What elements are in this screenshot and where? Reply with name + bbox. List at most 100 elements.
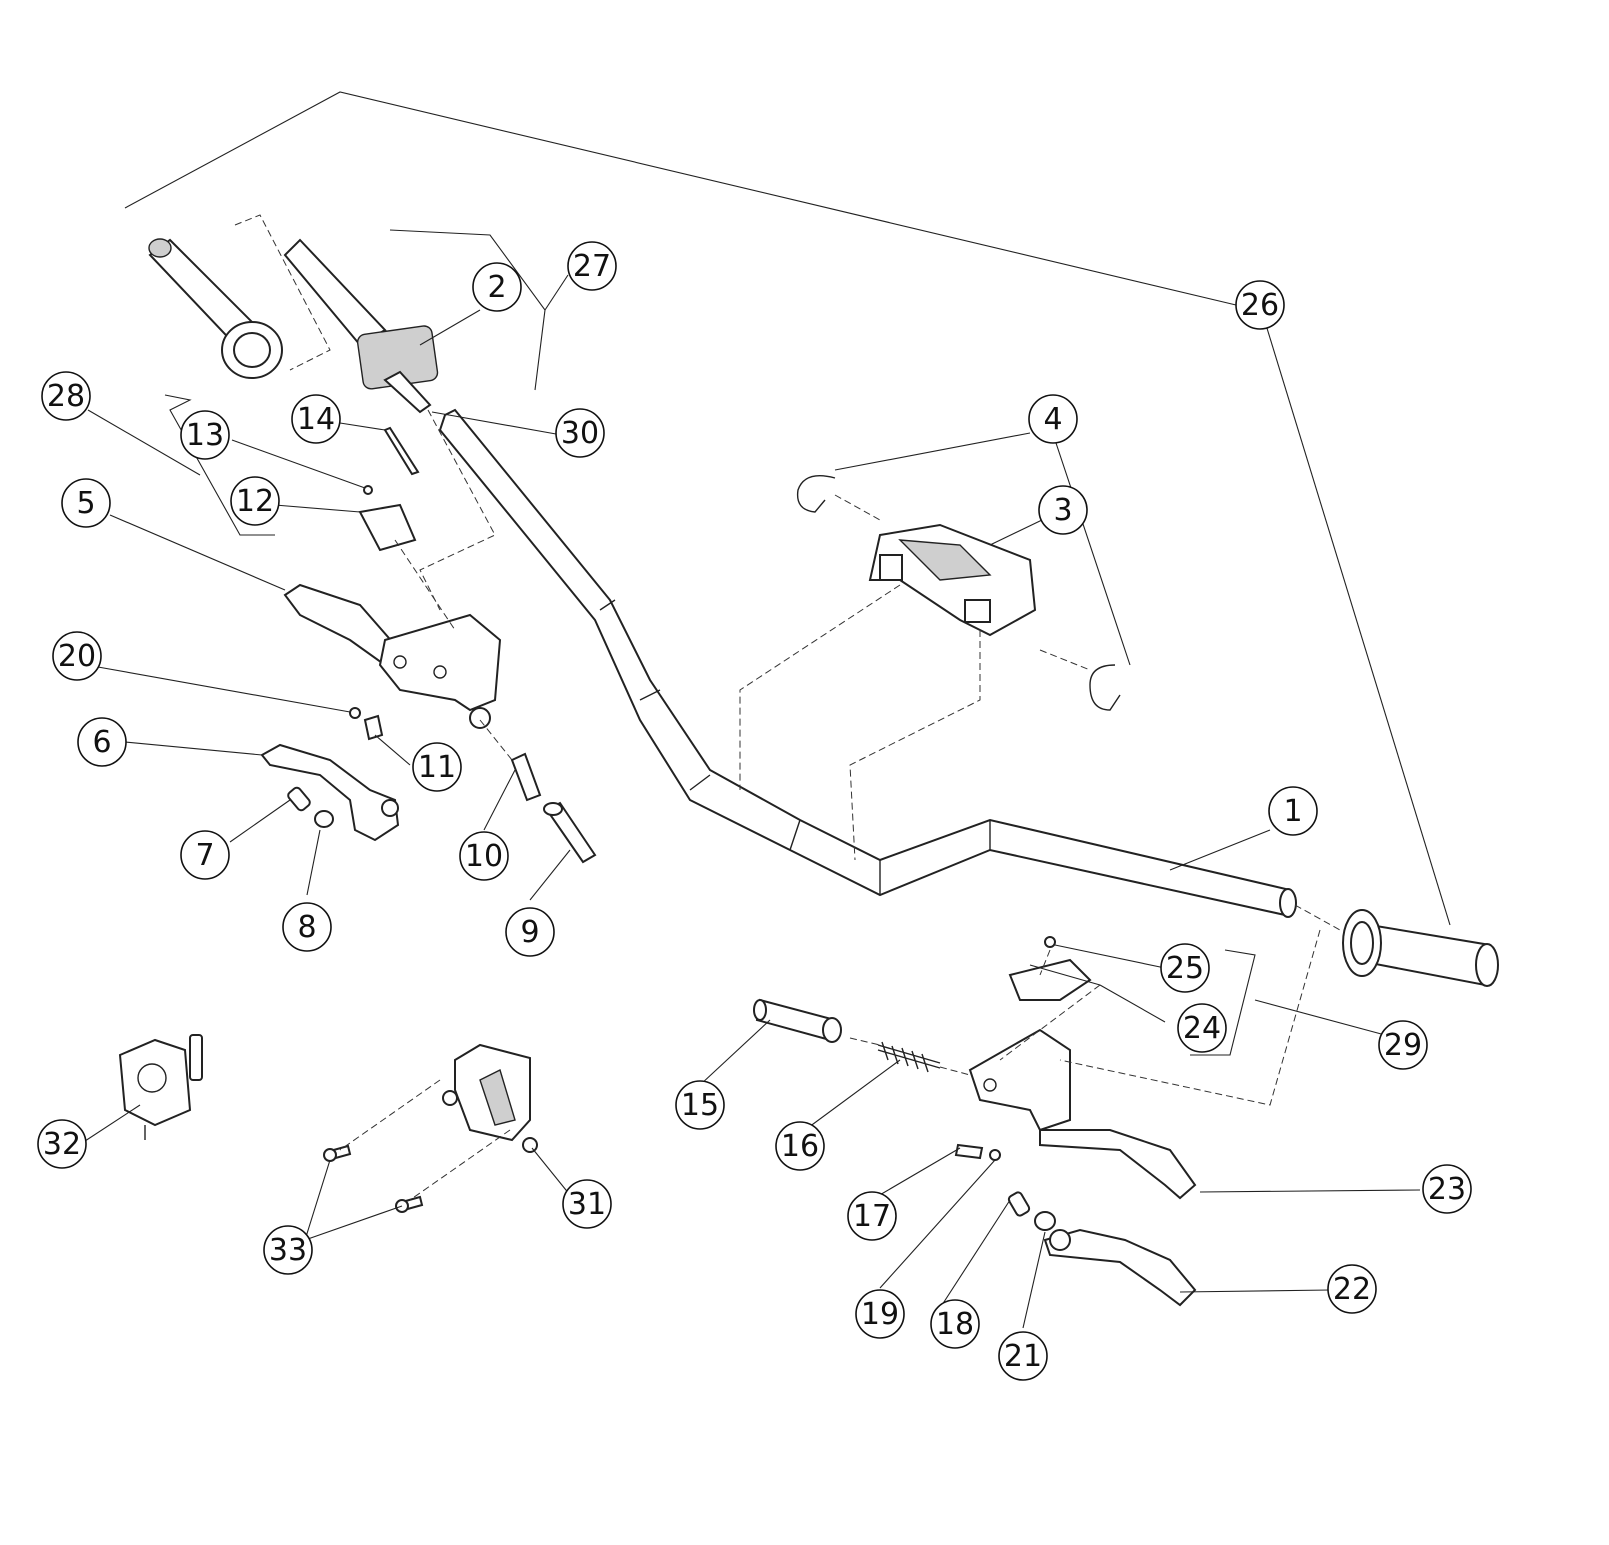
callout-circle	[37, 1119, 87, 1169]
callout-26: 26	[1235, 280, 1285, 330]
leader-8	[306, 829, 321, 896]
callout-number: 4	[1043, 402, 1062, 437]
leader-32	[81, 1104, 141, 1144]
callout-23: 23	[1422, 1164, 1472, 1214]
callout-circle	[1038, 485, 1088, 535]
leader-9	[529, 849, 571, 901]
callout-14: 14	[291, 394, 341, 444]
part-right-lever	[1043, 1228, 1197, 1307]
callout-7: 7	[180, 830, 230, 880]
callout-circle	[1268, 786, 1318, 836]
callout-number: 12	[236, 484, 274, 519]
callout-20: 20	[52, 631, 102, 681]
callout-circle	[291, 394, 341, 444]
callout-number: 17	[853, 1199, 891, 1234]
callout-24: 24	[1177, 1003, 1227, 1053]
callout-circle	[61, 478, 111, 528]
part-right-grip	[1342, 909, 1499, 987]
callout-number: 20	[58, 639, 96, 674]
callout-22: 22	[1327, 1264, 1377, 1314]
callout-number: 32	[43, 1127, 81, 1162]
leader-25	[1054, 944, 1166, 969]
callout-number: 16	[781, 1129, 819, 1164]
callout-15: 15	[675, 1080, 725, 1130]
leader-3	[989, 519, 1043, 546]
part-left-grip	[148, 238, 283, 379]
callout-4: 4	[1028, 394, 1078, 444]
callout-circle	[998, 1331, 1048, 1381]
callout-12: 12	[230, 476, 280, 526]
leader-14	[339, 422, 386, 431]
callout-21: 21	[998, 1331, 1048, 1381]
callout-circle	[41, 371, 91, 421]
callout-33: 33	[263, 1225, 313, 1275]
callout-circle	[1422, 1164, 1472, 1214]
callout-10: 10	[459, 831, 509, 881]
callout-circle	[562, 1179, 612, 1229]
callout-circle	[567, 241, 617, 291]
callout-number: 33	[269, 1233, 307, 1268]
callout-31: 31	[562, 1179, 612, 1229]
callout-circle	[230, 476, 280, 526]
callout-30: 30	[555, 408, 605, 458]
leader-33	[304, 1159, 403, 1241]
part-left-lever	[260, 743, 400, 842]
callout-number: 8	[297, 910, 316, 945]
callout-number: 6	[92, 725, 111, 760]
callout-27: 27	[567, 241, 617, 291]
leader-20	[97, 666, 351, 713]
leader-4	[834, 432, 1131, 666]
callout-19: 19	[855, 1289, 905, 1339]
leader-30	[431, 411, 557, 435]
callout-number: 3	[1053, 493, 1072, 528]
callout-circle	[1028, 394, 1078, 444]
callout-number: 9	[520, 915, 539, 950]
callout-circle	[1235, 280, 1285, 330]
callout-number: 25	[1166, 951, 1204, 986]
part-right-throttle-tube	[753, 998, 941, 1073]
callout-1: 1	[1268, 786, 1318, 836]
callout-number: 18	[936, 1307, 974, 1342]
callout-circle	[505, 907, 555, 957]
leader-11	[374, 734, 411, 766]
callout-circle	[855, 1289, 905, 1339]
leader-7	[229, 799, 291, 843]
callout-5: 5	[61, 478, 111, 528]
part-throttle-grip	[283, 238, 439, 414]
callout-number: 2	[487, 270, 506, 305]
leader-13	[231, 439, 366, 489]
part-switch-housing	[442, 1043, 538, 1153]
leader-2	[419, 309, 481, 346]
callout-circle	[180, 410, 230, 460]
callout-circle	[459, 831, 509, 881]
callout-circle	[282, 902, 332, 952]
callout-3: 3	[1038, 485, 1088, 535]
callout-number: 26	[1241, 288, 1279, 323]
leader-22	[1179, 1289, 1331, 1293]
leader-6	[124, 741, 263, 756]
callout-18: 18	[930, 1299, 980, 1349]
part-handlebar-clamp	[868, 523, 1037, 637]
leader-lines	[81, 91, 1451, 1329]
callout-number: 10	[465, 839, 503, 874]
part-cable-ties	[796, 475, 1121, 711]
callout-11: 11	[412, 742, 462, 792]
callout-number: 13	[186, 418, 224, 453]
callout-9: 9	[505, 907, 555, 957]
callout-number: 7	[195, 838, 214, 873]
leader-16	[804, 1059, 901, 1131]
callout-number: 5	[76, 486, 95, 521]
callout-circle	[263, 1225, 313, 1275]
callout-number: 23	[1428, 1172, 1466, 1207]
callout-number: 30	[561, 416, 599, 451]
callout-circle	[1177, 1003, 1227, 1053]
callout-number: 14	[297, 402, 335, 437]
callout-circle	[412, 742, 462, 792]
part-screws	[323, 1144, 424, 1213]
leader-10	[483, 769, 516, 831]
callout-number: 1	[1283, 794, 1302, 829]
callout-number: 29	[1384, 1028, 1422, 1063]
callout-number: 27	[573, 249, 611, 284]
leader-19	[879, 1159, 996, 1289]
